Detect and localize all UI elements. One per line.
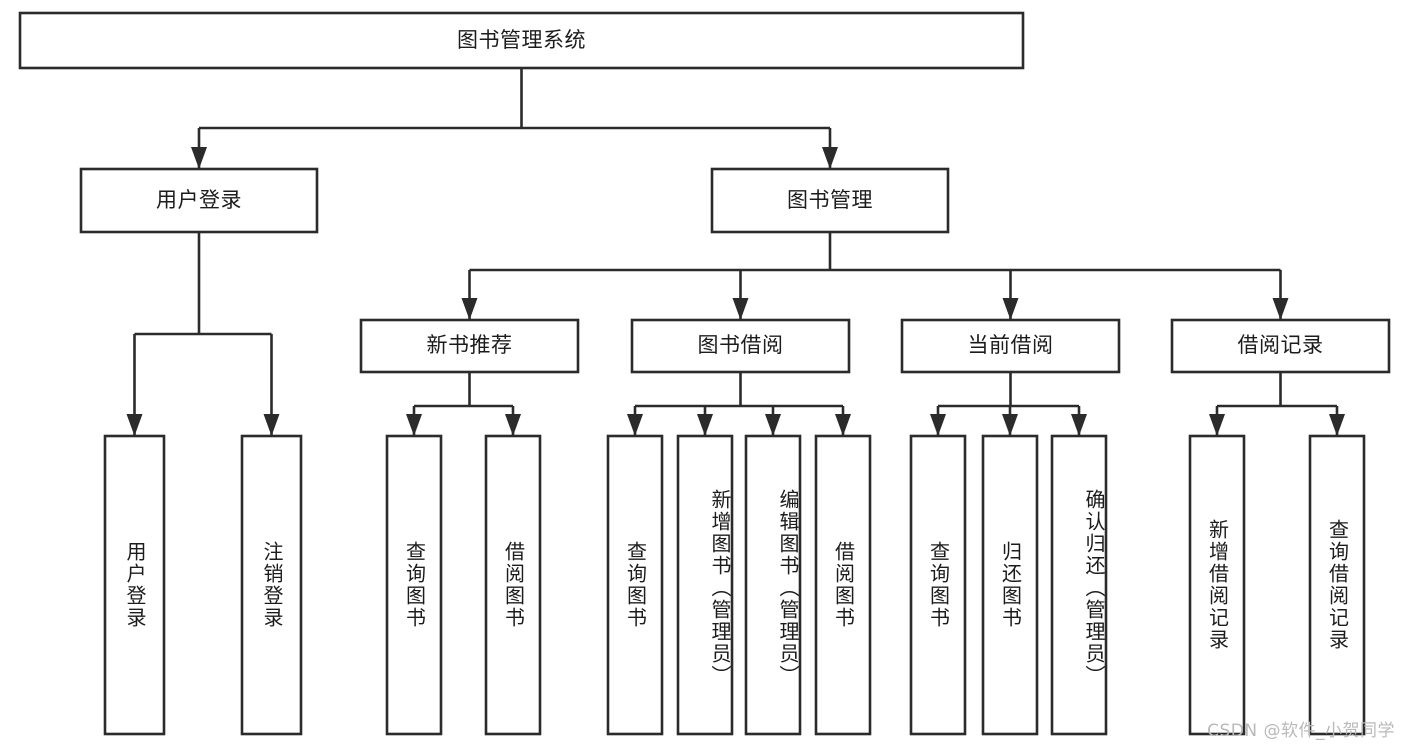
arrow-head-icon-leaf-logout (263, 414, 280, 436)
node-box-root[interactable] (18, 11, 1025, 70)
node-box-leaf-return-book[interactable] (981, 434, 1039, 736)
arrow-head-icon-book-manage (822, 147, 838, 169)
connector-layer (126, 68, 1345, 436)
node-box-leaf-add-book[interactable] (676, 434, 734, 736)
node-box-layer (18, 11, 1391, 736)
arrow-head-icon-leaf-edit-book (765, 414, 781, 436)
node-box-leaf-edit-book[interactable] (744, 434, 802, 736)
arrow-head-icon-book-borrow (732, 298, 749, 320)
arrow-head-icon-leaf-return-book (1002, 414, 1018, 436)
arrow-head-icon-leaf-query-book-current (930, 414, 946, 436)
node-box-leaf-borrow-book-recommend[interactable] (484, 434, 542, 736)
node-box-leaf-confirm-return[interactable] (1050, 434, 1108, 736)
arrow-head-icon-leaf-query-book-recommend (406, 414, 422, 436)
node-box-leaf-user-login[interactable] (103, 434, 166, 736)
node-box-new-book-recommend[interactable] (359, 318, 580, 374)
node-box-leaf-query-book-borrow[interactable] (606, 434, 664, 736)
node-box-book-manage[interactable] (710, 167, 950, 234)
arrow-head-icon-current-borrow (1002, 298, 1019, 320)
node-box-leaf-query-book-recommend[interactable] (385, 434, 443, 736)
arrow-head-icon-leaf-query-borrow-record (1329, 414, 1345, 436)
arrow-head-icon-leaf-confirm-return (1071, 414, 1087, 436)
arrow-head-icon-leaf-user-login (126, 414, 143, 436)
arrow-head-icon-user-login (191, 147, 207, 169)
arrow-head-icon-new-book-recommend (461, 298, 478, 320)
node-box-borrow-record[interactable] (1170, 318, 1391, 374)
node-box-current-borrow[interactable] (900, 318, 1121, 374)
node-box-leaf-query-book-current[interactable] (909, 434, 967, 736)
node-box-leaf-borrow-book[interactable] (814, 434, 872, 736)
arrow-head-icon-leaf-query-book-borrow (627, 414, 643, 436)
node-box-leaf-logout[interactable] (240, 434, 303, 736)
arrow-head-icon-leaf-borrow-book-recommend (505, 414, 521, 436)
node-box-leaf-query-borrow-record[interactable] (1308, 434, 1366, 736)
arrow-head-icon-leaf-borrow-book (835, 414, 851, 436)
node-box-book-borrow[interactable] (630, 318, 851, 374)
arrow-head-icon-borrow-record (1272, 298, 1289, 320)
arrow-head-icon-leaf-add-borrow-record (1209, 414, 1225, 436)
watermark-text: CSDN @软件_小贺同学 (1207, 721, 1395, 741)
arrow-head-icon-leaf-add-book (697, 414, 713, 436)
node-box-user-login[interactable] (79, 167, 319, 234)
node-box-leaf-add-borrow-record[interactable] (1188, 434, 1246, 736)
